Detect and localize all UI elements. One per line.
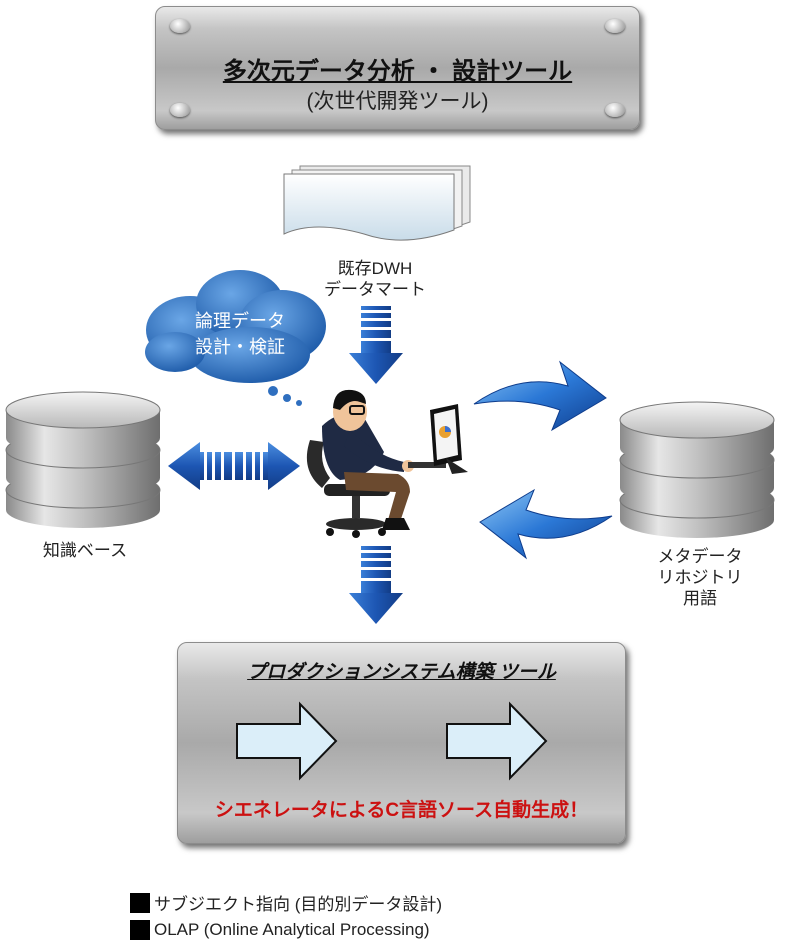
thought-cloud-icon <box>145 270 326 406</box>
bidirectional-arrow-icon <box>168 442 300 490</box>
legend-text: OLAP (Online Analytical Processing) <box>154 920 430 939</box>
document-stack-icon <box>283 165 471 241</box>
cloud-label: 論理データ 設計・検証 <box>170 308 310 368</box>
legend-item: サブジエクト指向 (目的別データ設計) <box>130 890 442 915</box>
cloud-label-line1: 論理データ <box>195 311 285 331</box>
knowledge-base-label: 知識ベース <box>42 541 128 560</box>
meta-repository-line2: リホジトリ <box>657 568 743 587</box>
down-arrow-icon <box>349 306 403 384</box>
meta-repository-line1: メタデータ <box>657 547 743 566</box>
meta-repository-line3: 用語 <box>683 589 717 608</box>
meta-repository-label: メタデータ リホジトリ 用語 <box>640 546 760 609</box>
dwh-label-line1: 既存DWH <box>337 259 413 278</box>
production-tool-plate: プロダクションシステム構築 ツール シエネレータによるC言語ソース自動生成！ <box>177 642 626 844</box>
legend-item: OLAP (Online Analytical Processing) <box>130 920 430 940</box>
code-generation-text: シエネレータによるC言語ソース自動生成！ <box>214 800 589 821</box>
cloud-label-line2: 設計・検証 <box>195 337 285 357</box>
database-icon <box>5 391 161 528</box>
curved-arrow-right-icon <box>473 360 607 432</box>
tool-subtitle: (次世代開発ツール) <box>306 90 489 113</box>
down-arrow-icon <box>349 546 403 624</box>
screw-icon <box>605 103 625 117</box>
screw-icon <box>170 19 190 33</box>
person-at-computer-icon <box>306 389 468 538</box>
dwh-label: 既存DWH データマート <box>310 258 440 300</box>
legend-text: サブジエクト指向 (目的別データ設計) <box>154 895 443 914</box>
screw-icon <box>170 103 190 117</box>
tool-title: 多次元データ分析 ・ 設計ツール <box>222 58 573 85</box>
top-title-plate: 多次元データ分析 ・ 設計ツール (次世代開発ツール) <box>155 6 640 130</box>
dwh-label-line2: データマート <box>324 280 426 299</box>
production-tool-title: プロダクションシステム構築 ツール <box>247 662 556 683</box>
legend-square-icon <box>130 920 150 940</box>
database-icon <box>619 401 775 538</box>
legend-square-icon <box>130 892 150 913</box>
curved-arrow-left-icon <box>479 488 613 560</box>
screw-icon <box>605 19 625 33</box>
